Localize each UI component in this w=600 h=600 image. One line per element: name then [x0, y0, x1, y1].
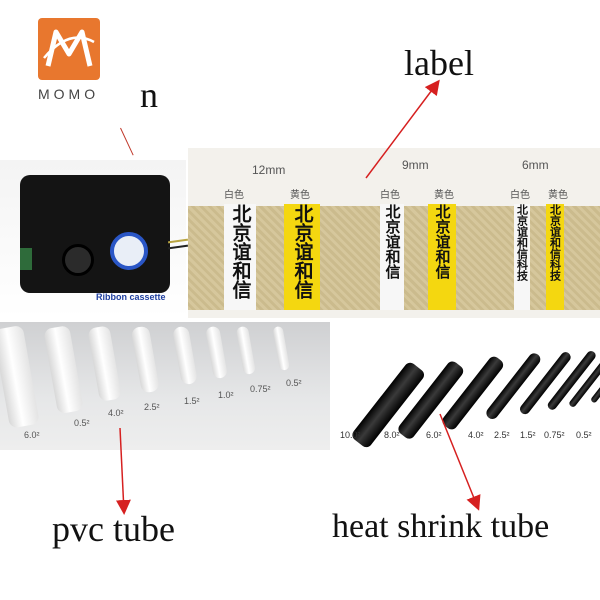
- heat-shrink-size-label: 2.5²: [494, 430, 510, 440]
- yellow-label-tape: 北京谊和信: [284, 204, 320, 310]
- momo-logo: [38, 18, 100, 80]
- heat-shrink-size-label: 10.0²: [340, 430, 361, 440]
- label-text: 北京谊和信科技: [515, 204, 529, 281]
- label-size-9mm: 9mm: [402, 158, 429, 172]
- pvc-size-label: 4.0²: [108, 408, 124, 418]
- pvc-size-label: 1.5²: [184, 396, 200, 406]
- cassette-hole: [62, 244, 94, 276]
- heat-shrink-size-label: 0.75²: [544, 430, 565, 440]
- pvc-size-label: 0.75²: [250, 384, 271, 394]
- label-text: 北京谊和信: [229, 204, 252, 299]
- white-label-tape: 北京谊和信: [380, 204, 404, 310]
- arrow-to-pvc-tube: [115, 427, 131, 515]
- yellow-color-name: 黄色: [548, 190, 568, 201]
- cassette-chip: [20, 248, 32, 270]
- arrow-to-label: [365, 79, 440, 179]
- heat-shrink-size-label: 4.0²: [468, 430, 484, 440]
- white-color-name: 白色: [224, 190, 244, 201]
- cassette-body: [20, 175, 170, 293]
- white-label-tape: 北京谊和信科技: [514, 204, 530, 310]
- heat-shrink-tube-caption: heat shrink tube: [332, 508, 550, 545]
- pvc-size-label: 1.0²: [218, 390, 234, 400]
- label-text: 北京谊和信: [383, 204, 402, 279]
- logo-text: MOMO: [38, 86, 100, 102]
- pvc-size-label: 0.5²: [74, 418, 90, 428]
- yellow-label-tape: 北京谊和信: [428, 204, 456, 310]
- label-size-6mm: 6mm: [522, 158, 549, 172]
- white-color-name: 白色: [510, 190, 530, 201]
- yellow-label-tape: 北京谊和信科技: [546, 204, 564, 310]
- pvc-tube-caption: pvc tube: [52, 509, 175, 549]
- label-text: 北京谊和信: [291, 204, 314, 299]
- pvc-size-label: 0.5²: [286, 378, 302, 388]
- label-text: 北京谊和信科技: [548, 204, 562, 281]
- label-size-12mm: 12mm: [252, 163, 286, 177]
- momo-logo-mark: [43, 29, 95, 67]
- heat-shrink-size-label: 1.5²: [520, 430, 536, 440]
- yellow-color-name: 黄色: [434, 190, 454, 201]
- logo-trailing-letter: n: [140, 75, 158, 115]
- label-caption: label: [404, 43, 474, 83]
- yellow-color-name: 黄色: [290, 190, 310, 201]
- heat-shrink-size-label: 0.5²: [576, 430, 592, 440]
- pvc-size-label: 6.0²: [24, 430, 40, 440]
- pvc-size-label: 2.5²: [144, 402, 160, 412]
- white-label-tape: 北京谊和信: [224, 204, 256, 310]
- label-text: 北京谊和信: [433, 204, 452, 279]
- ribbon-cassette-caption: Ribbon cassette: [96, 292, 166, 302]
- cassette-spool: [110, 232, 148, 270]
- heat-shrink-size-label: 8.0²: [384, 430, 400, 440]
- arrow-to-heat-shrink-tube: [439, 413, 481, 511]
- white-color-name: 白色: [380, 190, 400, 201]
- heat-shrink-size-label: 6.0²: [426, 430, 442, 440]
